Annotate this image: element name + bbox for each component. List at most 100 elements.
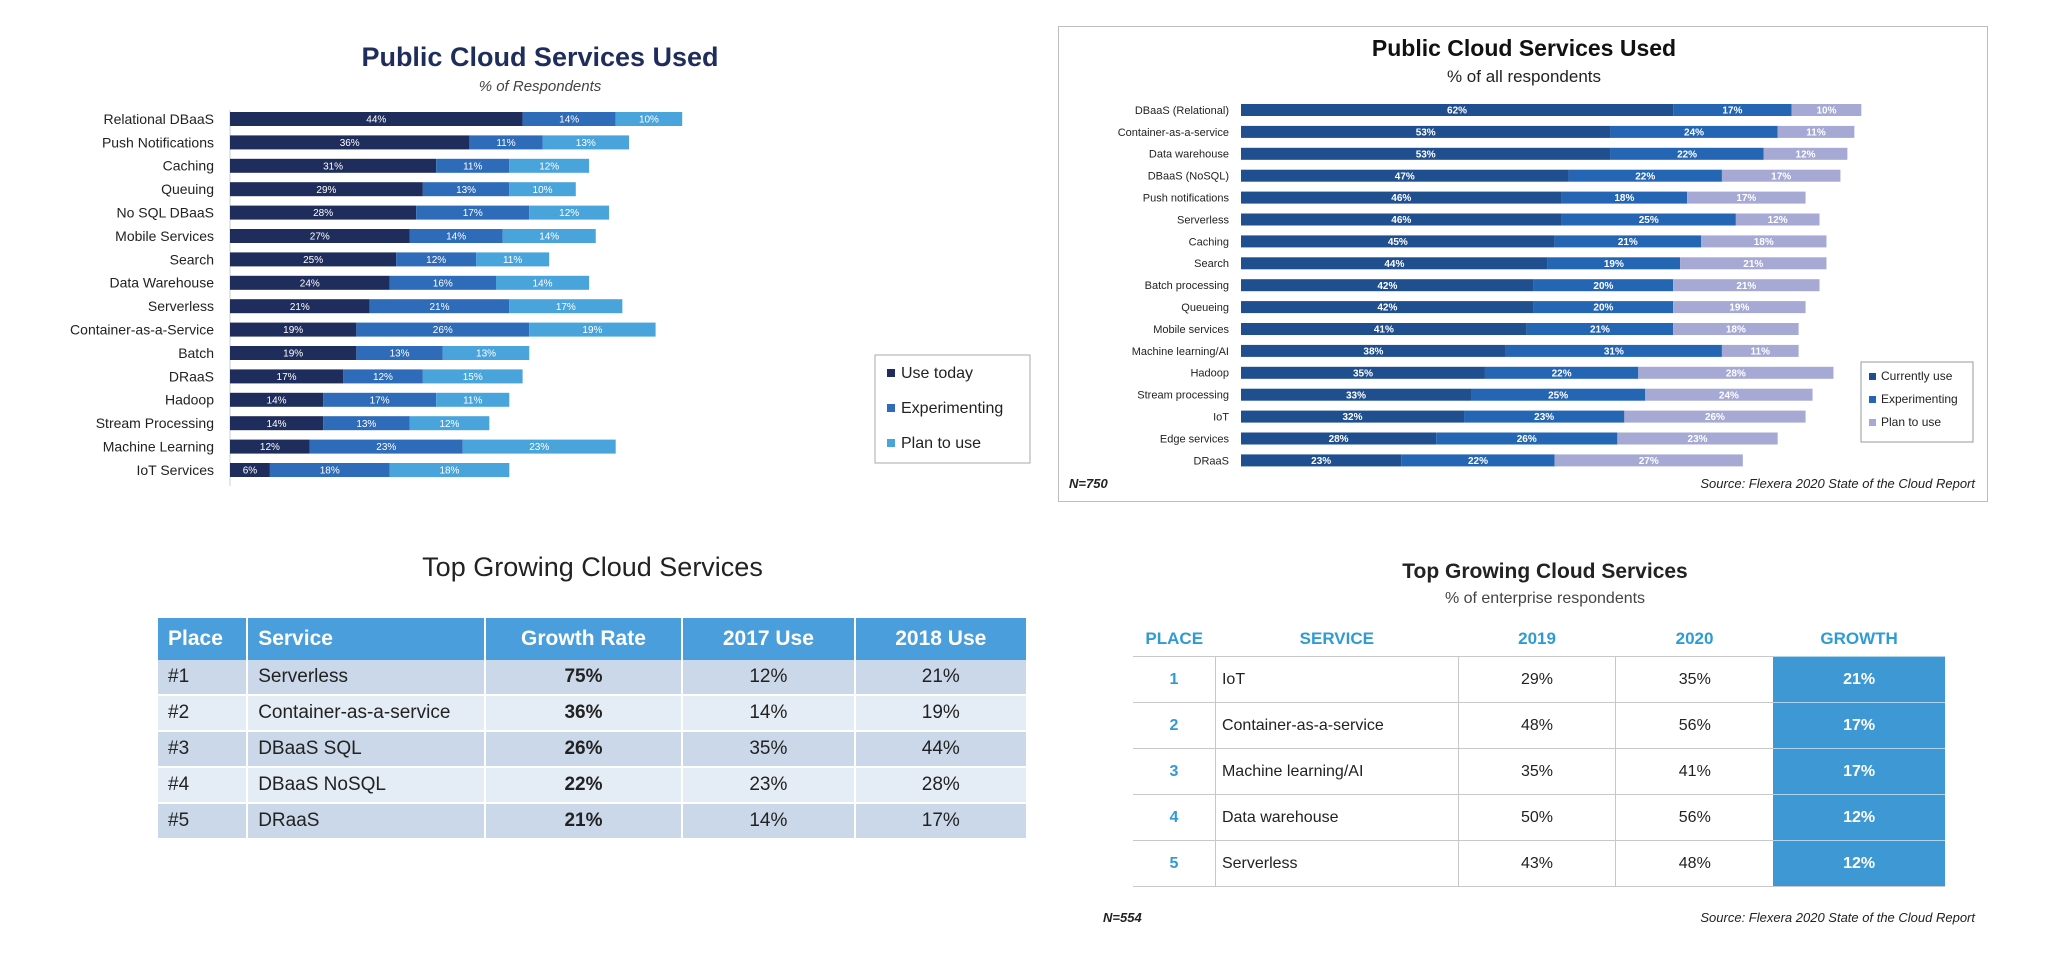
table-cell-service: DBaaS NoSQL bbox=[247, 767, 486, 804]
data-label: 18% bbox=[1726, 325, 1746, 336]
category-label: Caching bbox=[1189, 236, 1229, 248]
data-label: 23% bbox=[1534, 412, 1554, 423]
category-label: Batch processing bbox=[1145, 280, 1229, 292]
bar-segment bbox=[1777, 125, 1855, 138]
table-row: #5 DRaaS 21% 14% 17% bbox=[158, 803, 1029, 840]
table-2-subtitle: % of enterprise respondents bbox=[1444, 590, 1646, 607]
data-label: 31% bbox=[323, 161, 343, 172]
data-label: 11% bbox=[1806, 128, 1826, 139]
chart-2-svg: DBaaS (Relational)62%17%10%Container-as-… bbox=[1118, 104, 1974, 467]
bar-segment bbox=[1561, 191, 1688, 204]
bar-segment bbox=[1687, 191, 1806, 204]
bar-segment bbox=[1645, 388, 1813, 401]
table-cell-place: #1 bbox=[158, 660, 249, 696]
category-label: Hadoop bbox=[165, 392, 214, 408]
data-label: 19% bbox=[1729, 303, 1749, 314]
table-cell-service: DRaaS bbox=[247, 803, 486, 840]
data-label: 28% bbox=[313, 208, 333, 219]
data-label: 23% bbox=[376, 442, 396, 453]
bar-segment bbox=[1721, 169, 1841, 182]
bar-segment bbox=[1721, 344, 1799, 357]
data-label: 18% bbox=[1614, 193, 1634, 204]
data-label: 12% bbox=[426, 255, 446, 266]
bar-segment bbox=[1241, 191, 1562, 204]
legend-label: Plan to use bbox=[1881, 415, 1941, 429]
data-label: 36% bbox=[340, 138, 360, 149]
chart-1-subtitle: % of Respondents bbox=[478, 78, 602, 95]
data-label: 14% bbox=[559, 115, 579, 126]
chart-2-subtitle: % of all respondents bbox=[1446, 67, 1602, 86]
bar-segment bbox=[230, 416, 324, 431]
category-label: DRaaS bbox=[169, 368, 214, 384]
data-label: 17% bbox=[1722, 106, 1742, 117]
bar-segment bbox=[230, 205, 417, 220]
data-label: 44% bbox=[366, 115, 386, 126]
bar-segment bbox=[230, 369, 344, 384]
data-label: 25% bbox=[1639, 215, 1659, 226]
table-cell-place: 1 bbox=[1133, 656, 1216, 703]
table-2-header-service: SERVICE bbox=[1299, 629, 1374, 648]
bar-segment bbox=[389, 275, 496, 290]
data-label: 11% bbox=[496, 138, 515, 149]
data-label: 18% bbox=[320, 466, 340, 477]
bar-segment bbox=[1547, 257, 1681, 270]
data-label: 19% bbox=[582, 325, 602, 336]
bar-segment bbox=[1401, 454, 1555, 467]
bar-segment bbox=[1241, 257, 1548, 270]
category-label: IoT bbox=[1213, 411, 1229, 423]
data-label: 14% bbox=[267, 419, 287, 430]
data-label: 11% bbox=[1751, 347, 1771, 358]
bar-segment bbox=[1701, 235, 1827, 248]
data-label: 17% bbox=[277, 372, 297, 383]
data-label: 22% bbox=[1635, 171, 1655, 182]
bar-segment bbox=[269, 463, 390, 477]
table-cell-service: Machine learning/AI bbox=[1214, 748, 1459, 795]
bar-segment bbox=[1241, 366, 1485, 379]
legend-swatch bbox=[1869, 419, 1876, 426]
legend-label: Plan to use bbox=[901, 435, 981, 452]
chart-public-cloud-services-2020: DBaaS (Relational)62%17%10%Container-as-… bbox=[1058, 26, 1988, 502]
table-cell-2018: 19% bbox=[854, 695, 1029, 732]
bar-segment bbox=[1241, 169, 1569, 182]
table-cell-growth: 21% bbox=[484, 803, 684, 840]
category-label: Push Notifications bbox=[102, 134, 214, 150]
category-label: Serverless bbox=[1177, 214, 1229, 226]
legend-swatch bbox=[1869, 373, 1876, 380]
table-cell-service: Serverless bbox=[247, 660, 486, 696]
legend-label: Experimenting bbox=[1881, 392, 1958, 406]
data-label: 12% bbox=[559, 208, 579, 219]
table-row: 4 Data warehouse 50% 56% 12% bbox=[1133, 794, 1945, 841]
data-label: 24% bbox=[1684, 128, 1704, 139]
table-2-title: Top Growing Cloud Services bbox=[1402, 560, 1688, 583]
bar-segment bbox=[230, 229, 410, 243]
bar-segment bbox=[496, 275, 590, 290]
data-label: 21% bbox=[1590, 325, 1610, 336]
table-1-header-2018: 2018 Use bbox=[854, 618, 1029, 660]
bar-segment bbox=[389, 463, 510, 477]
bar-segment bbox=[230, 182, 423, 197]
category-label: Mobile Services bbox=[115, 228, 214, 244]
bar-segment bbox=[1241, 213, 1562, 226]
category-label: Search bbox=[1194, 258, 1229, 270]
table-cell-growth: 36% bbox=[484, 695, 684, 732]
data-label: 23% bbox=[1311, 456, 1331, 467]
category-label: No SQL DBaaS bbox=[116, 205, 214, 221]
data-label: 13% bbox=[476, 349, 496, 360]
data-label: 22% bbox=[1677, 149, 1697, 160]
data-label: 29% bbox=[316, 185, 336, 196]
category-label: Batch bbox=[178, 345, 214, 361]
category-label: Container-as-a-Service bbox=[70, 322, 214, 338]
data-label: 10% bbox=[533, 185, 553, 196]
data-label: 28% bbox=[1329, 434, 1349, 445]
category-label: Data Warehouse bbox=[109, 275, 214, 291]
bar-segment bbox=[343, 369, 423, 384]
bar-segment bbox=[230, 346, 357, 360]
bar-segment bbox=[323, 416, 410, 431]
bar-segment bbox=[462, 439, 616, 454]
bar-segment bbox=[502, 229, 596, 243]
bar-segment bbox=[1673, 323, 1799, 335]
bar-segment bbox=[1471, 388, 1646, 401]
bar-segment bbox=[529, 322, 656, 337]
bar-segment bbox=[1464, 410, 1625, 423]
table-cell-growth: 17% bbox=[1773, 702, 1945, 749]
